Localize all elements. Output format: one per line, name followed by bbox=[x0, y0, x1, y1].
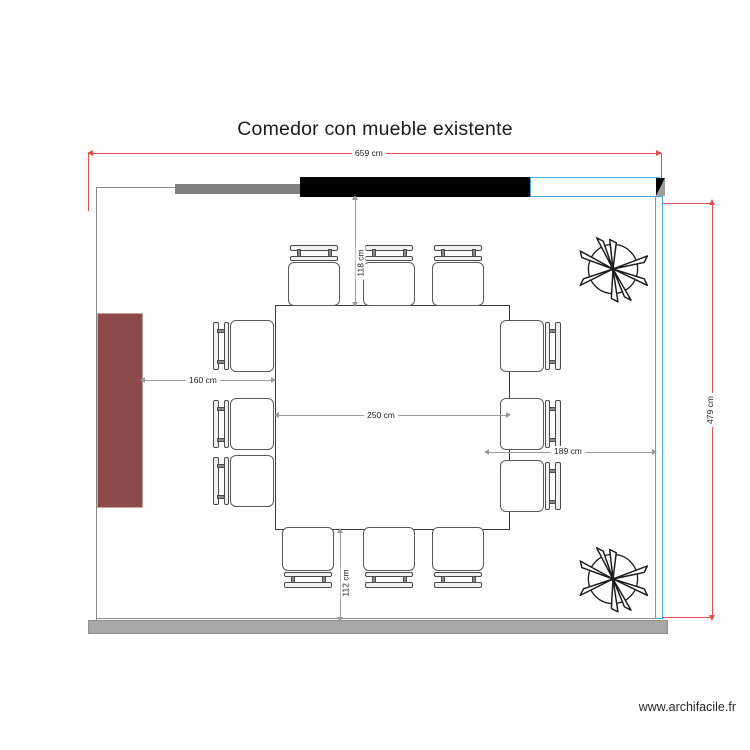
chair-backrest-bar bbox=[290, 256, 338, 261]
page-title: Comedor con mueble existente bbox=[237, 118, 513, 140]
chair-seat bbox=[230, 398, 274, 450]
chair-seat bbox=[363, 527, 415, 571]
overall-height-label: 479 cm bbox=[704, 393, 715, 427]
bottom-wall bbox=[88, 620, 668, 634]
top-wall-window bbox=[530, 177, 660, 197]
chair-seat bbox=[432, 527, 484, 571]
chair-backrest bbox=[213, 322, 219, 370]
chair-backrest bbox=[555, 322, 561, 370]
compass-rose-top bbox=[572, 228, 654, 310]
watermark: www.archifacile.fr bbox=[638, 700, 736, 714]
chair-seat bbox=[288, 262, 340, 306]
chair-seat bbox=[282, 527, 334, 571]
chair-backrest-bar bbox=[365, 572, 413, 577]
compass-rose-icon bbox=[579, 237, 649, 303]
left-wall-guide bbox=[96, 195, 97, 620]
top-wall-gray-segment bbox=[175, 184, 300, 194]
chair-backrest-bar bbox=[434, 572, 482, 577]
chair-backrest bbox=[434, 245, 482, 251]
chair-backrest-bar bbox=[434, 256, 482, 261]
chair-seat bbox=[230, 320, 274, 372]
chair-backrest bbox=[284, 582, 332, 588]
chair-backrest-bar bbox=[284, 572, 332, 577]
top-clearance-label: 118 cm bbox=[355, 246, 366, 280]
chair-backrest bbox=[290, 245, 338, 251]
right-clearance-label: 189 cm bbox=[551, 446, 585, 456]
chair-backrest bbox=[365, 582, 413, 588]
chair-seat bbox=[500, 460, 544, 512]
overall-width-label: 659 cm bbox=[352, 148, 386, 158]
right-wall-window bbox=[655, 196, 663, 619]
bottom-clearance-label: 112 cm bbox=[340, 566, 351, 600]
chair-seat bbox=[500, 398, 544, 450]
top-right-corner-wedge-gray bbox=[656, 178, 665, 196]
chair-backrest-bar bbox=[224, 322, 229, 370]
chair-backrest-bar bbox=[224, 457, 229, 505]
chair-backrest bbox=[555, 462, 561, 510]
table-width-label: 250 cm bbox=[364, 410, 398, 420]
top-wall-black-segment bbox=[300, 177, 530, 197]
chair-backrest bbox=[555, 400, 561, 448]
chair-backrest-bar bbox=[545, 322, 550, 370]
compass-rose-icon bbox=[579, 547, 649, 613]
chair-backrest-bar bbox=[545, 400, 550, 448]
existing-cabinet[interactable] bbox=[97, 313, 143, 508]
chair-backrest bbox=[213, 400, 219, 448]
chair-backrest-bar bbox=[224, 400, 229, 448]
chair-seat bbox=[500, 320, 544, 372]
chair-backrest-bar bbox=[365, 256, 413, 261]
chair-seat bbox=[432, 262, 484, 306]
chair-seat bbox=[363, 262, 415, 306]
left-clearance-label: 160 cm bbox=[186, 375, 220, 385]
chair-seat bbox=[230, 455, 274, 507]
chair-backrest-bar bbox=[545, 462, 550, 510]
compass-rose-bottom bbox=[572, 538, 654, 620]
chair-backrest bbox=[434, 582, 482, 588]
chair-backrest bbox=[213, 457, 219, 505]
